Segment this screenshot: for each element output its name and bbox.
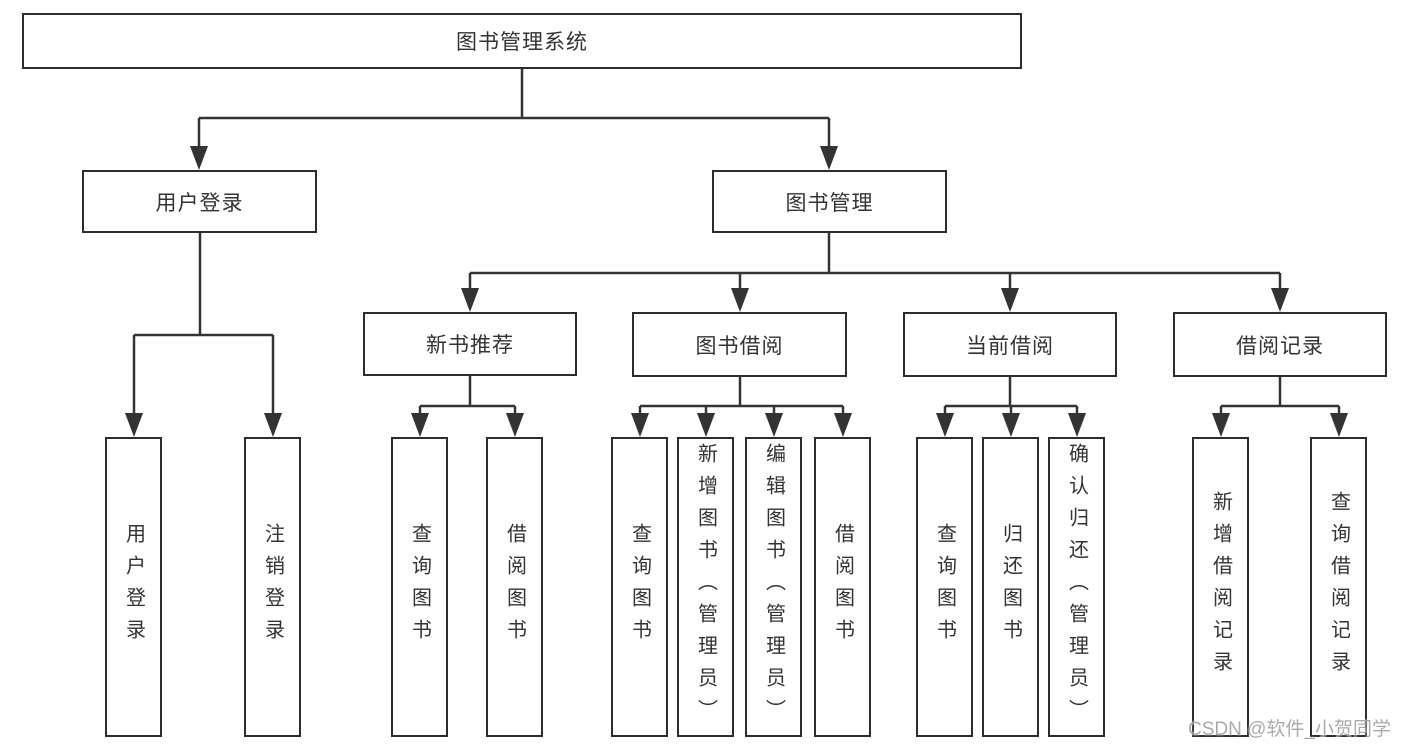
leaf-add-book-admin: 新增图书（管理员） <box>677 437 734 737</box>
arrowhead-icon <box>1002 413 1020 437</box>
leaf-logout: 注销登录 <box>244 437 301 737</box>
node-label: 用户登录 <box>122 523 145 651</box>
arrowhead-icon <box>1068 413 1086 437</box>
arrowhead-icon <box>697 413 715 437</box>
leaf-current-query-book: 查询图书 <box>916 437 973 737</box>
leaf-recommend-borrow-book: 借阅图书 <box>486 437 543 737</box>
node-label: 新增图书（管理员） <box>694 443 717 731</box>
leaf-confirm-return-admin: 确认归还（管理员） <box>1048 437 1105 737</box>
arrowhead-icon <box>190 146 208 170</box>
connector-user-login-to-leaves <box>132 233 275 429</box>
arrowhead-icon <box>936 413 954 437</box>
watermark: CSDN @软件_小贺同学 <box>1188 719 1391 740</box>
connector-book-borrow-to-leaves <box>638 377 845 429</box>
node-label: 新增借阅记录 <box>1209 491 1232 683</box>
node-label: 图书管理系统 <box>456 31 588 54</box>
node-user-login: 用户登录 <box>82 170 317 233</box>
arrowhead-icon <box>631 413 649 437</box>
connector-book-management-to-level2 <box>468 233 1282 304</box>
leaf-borrow-book: 借阅图书 <box>814 437 871 737</box>
leaf-recommend-query-book: 查询图书 <box>391 437 448 737</box>
node-label: 借阅图书 <box>503 523 526 651</box>
node-label: 查询图书 <box>408 523 431 651</box>
node-label: 查询图书 <box>933 523 956 651</box>
arrowhead-icon <box>125 413 143 437</box>
leaf-add-borrow-record: 新增借阅记录 <box>1192 437 1249 737</box>
node-label: 图书借阅 <box>695 334 784 358</box>
connector-current-borrow-to-leaves <box>943 377 1079 429</box>
arrowhead-icon <box>1001 288 1019 312</box>
node-label: 归还图书 <box>999 523 1022 651</box>
arrowhead-icon <box>461 288 479 312</box>
node-label: 新书推荐 <box>426 334 514 357</box>
node-label: 用户登录 <box>155 191 244 215</box>
node-label: 当前借阅 <box>966 334 1054 358</box>
arrowhead-icon <box>731 288 749 312</box>
node-library-system: 图书管理系统 <box>22 13 1022 69</box>
arrowhead-icon <box>411 413 429 437</box>
leaf-edit-book-admin: 编辑图书（管理员） <box>745 437 802 737</box>
arrowhead-icon <box>1212 413 1230 437</box>
leaf-query-borrow-record: 查询借阅记录 <box>1310 437 1367 737</box>
node-label: 注销登录 <box>261 523 284 651</box>
arrowhead-icon <box>765 413 783 437</box>
leaf-return-book: 归还图书 <box>982 437 1039 737</box>
leaf-user-login: 用户登录 <box>105 437 162 737</box>
node-label: 图书管理 <box>785 191 874 215</box>
node-new-book-recommend: 新书推荐 <box>363 312 577 376</box>
arrowhead-icon <box>834 413 852 437</box>
arrowhead-icon <box>820 146 838 170</box>
connector-new-book-recommend-to-leaves <box>418 376 517 429</box>
node-label: 查询借阅记录 <box>1327 491 1350 683</box>
arrowhead-icon <box>506 413 524 437</box>
node-borrow-records: 借阅记录 <box>1173 312 1387 377</box>
leaf-borrow-query-book: 查询图书 <box>611 437 668 737</box>
node-label: 借阅图书 <box>831 523 854 651</box>
node-label: 确认归还（管理员） <box>1065 443 1088 731</box>
arrowhead-icon <box>264 413 282 437</box>
node-label: 查询图书 <box>628 523 651 651</box>
arrowhead-icon <box>1330 413 1348 437</box>
node-label: 编辑图书（管理员） <box>762 443 785 731</box>
connector-root-to-level1 <box>197 69 831 162</box>
node-current-borrow: 当前借阅 <box>903 312 1117 377</box>
arrowhead-icon <box>1271 288 1289 312</box>
node-book-management: 图书管理 <box>712 170 947 233</box>
connector-borrow-records-to-leaves <box>1219 377 1341 429</box>
node-book-borrow: 图书借阅 <box>632 312 847 377</box>
node-label: 借阅记录 <box>1236 334 1324 358</box>
